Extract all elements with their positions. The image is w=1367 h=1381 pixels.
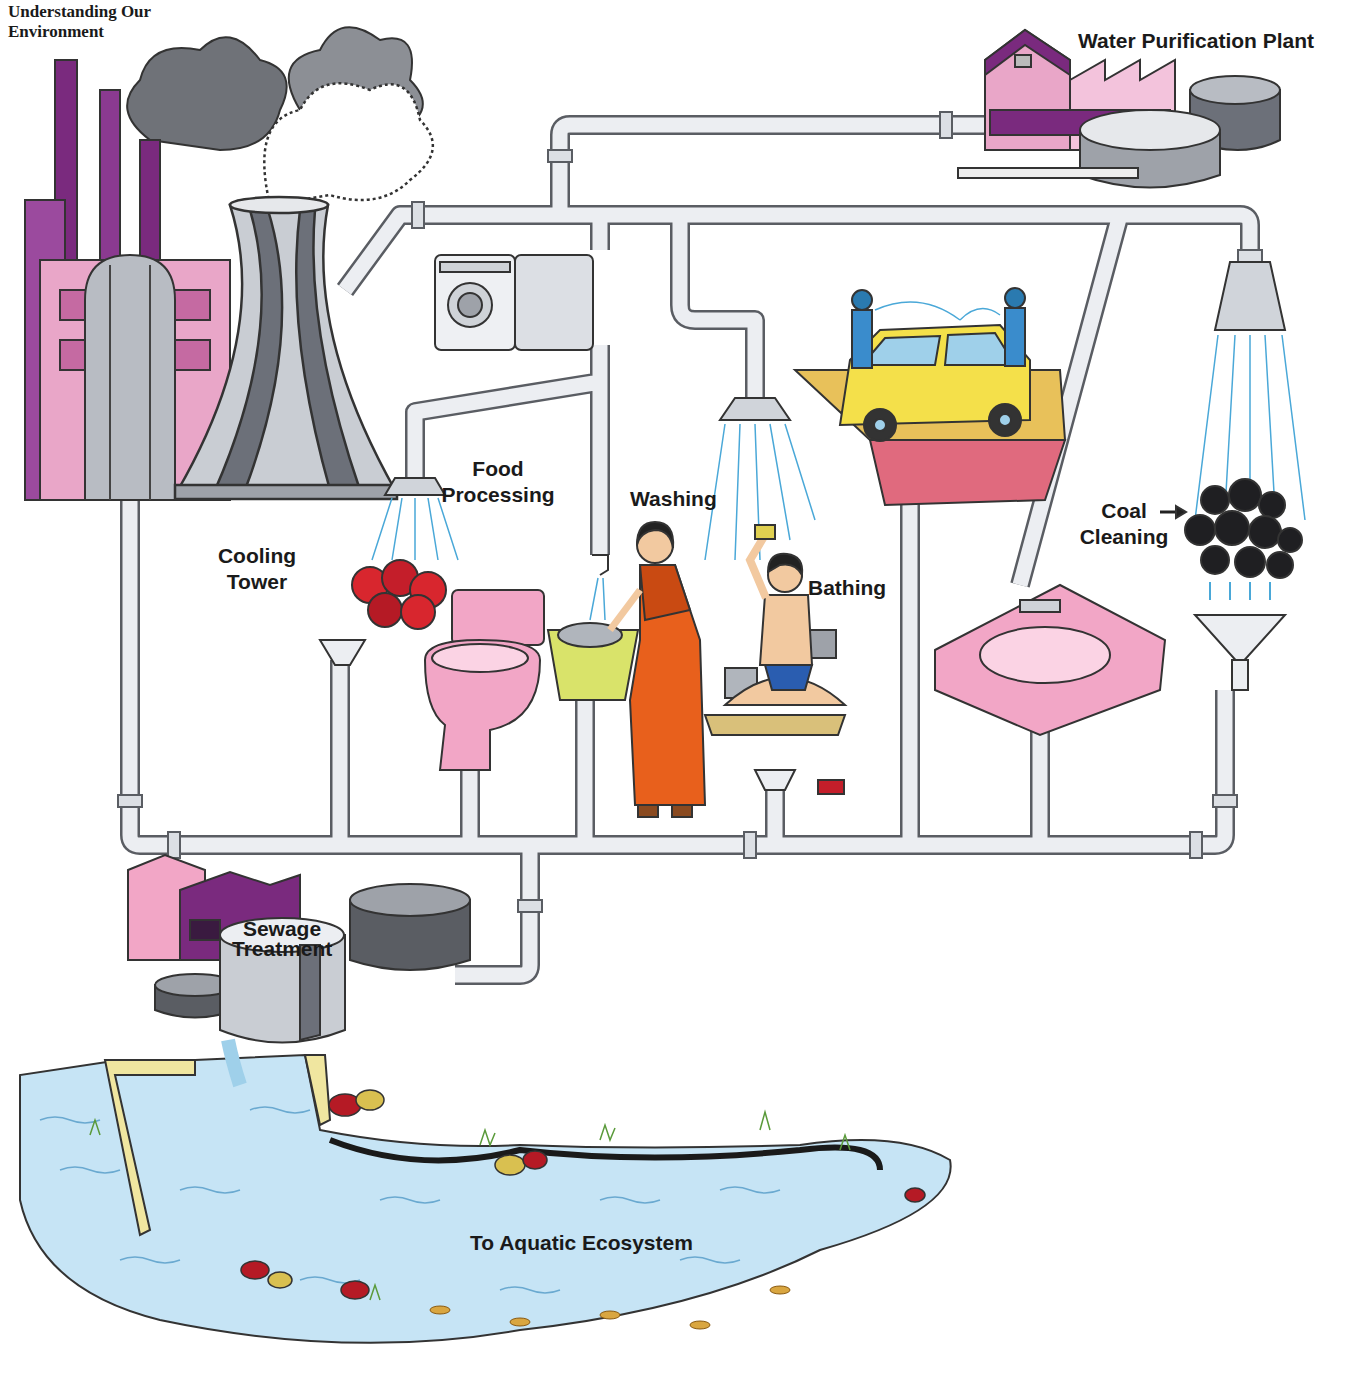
tower-label: Cooling Tower: [196, 543, 318, 596]
use-label: Food Processing: [432, 456, 564, 509]
running-header: Understanding Our Environment: [8, 2, 198, 43]
destination-label: To Aquatic Ecosystem: [470, 1230, 770, 1256]
use-label: Washing: [630, 486, 740, 512]
use-label: Coal Cleaning: [1068, 498, 1180, 551]
use-label: Bathing: [808, 575, 908, 601]
plant-label: Water Purification Plant: [1078, 28, 1358, 54]
plant-label: Sewage Treatment: [232, 919, 332, 959]
